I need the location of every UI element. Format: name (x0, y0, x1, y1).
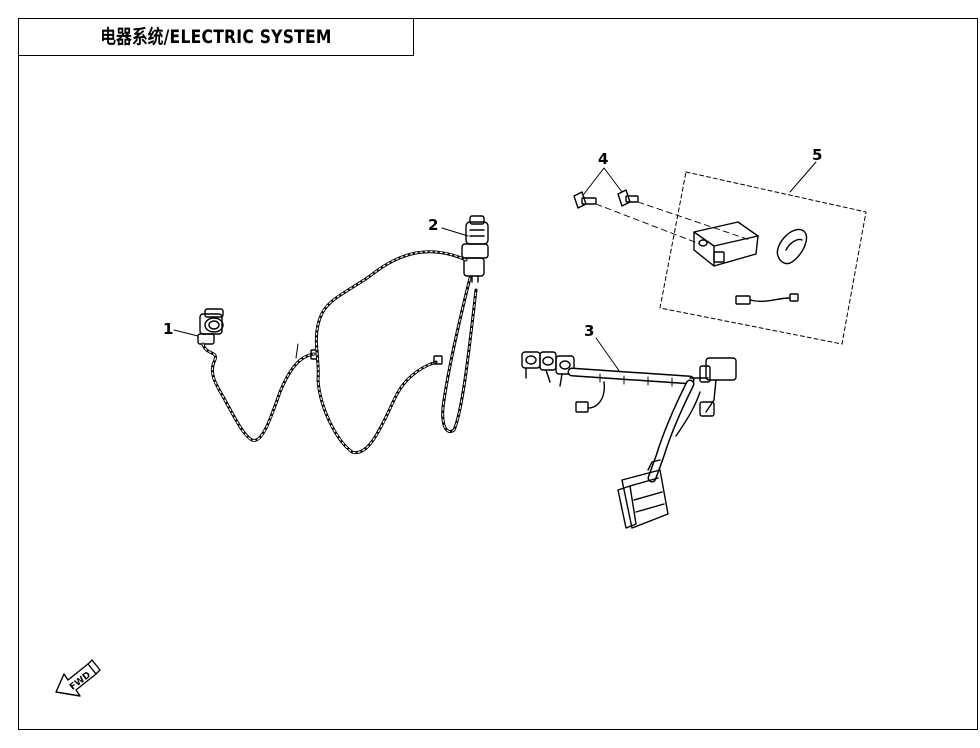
control-module-kit-icon[interactable] (659, 171, 867, 345)
callout-3: 3 (584, 322, 594, 340)
leader-2 (441, 227, 469, 237)
leader-1 (173, 329, 199, 337)
bolt-icon[interactable] (573, 189, 751, 245)
front-direction-icon: FWD (55, 659, 101, 697)
title-box: 电器系统/ELECTRIC SYSTEM (18, 18, 414, 56)
callout-4: 4 (598, 150, 608, 168)
drawing-frame (18, 18, 978, 730)
switch-harness-icon[interactable] (314, 215, 489, 455)
callout-2: 2 (428, 216, 438, 234)
page-title: 电器系统/ELECTRIC SYSTEM (100, 26, 332, 48)
callout-leaders (173, 161, 817, 373)
leader-3 (595, 337, 621, 373)
leader-5 (789, 161, 817, 193)
callout-5: 5 (812, 146, 822, 164)
main-wire-harness-icon[interactable] (521, 351, 737, 529)
callout-1: 1 (163, 320, 173, 338)
leader-4 (583, 167, 623, 195)
front-direction-label: FWD (68, 670, 93, 692)
connector-harness-icon[interactable] (197, 308, 319, 442)
